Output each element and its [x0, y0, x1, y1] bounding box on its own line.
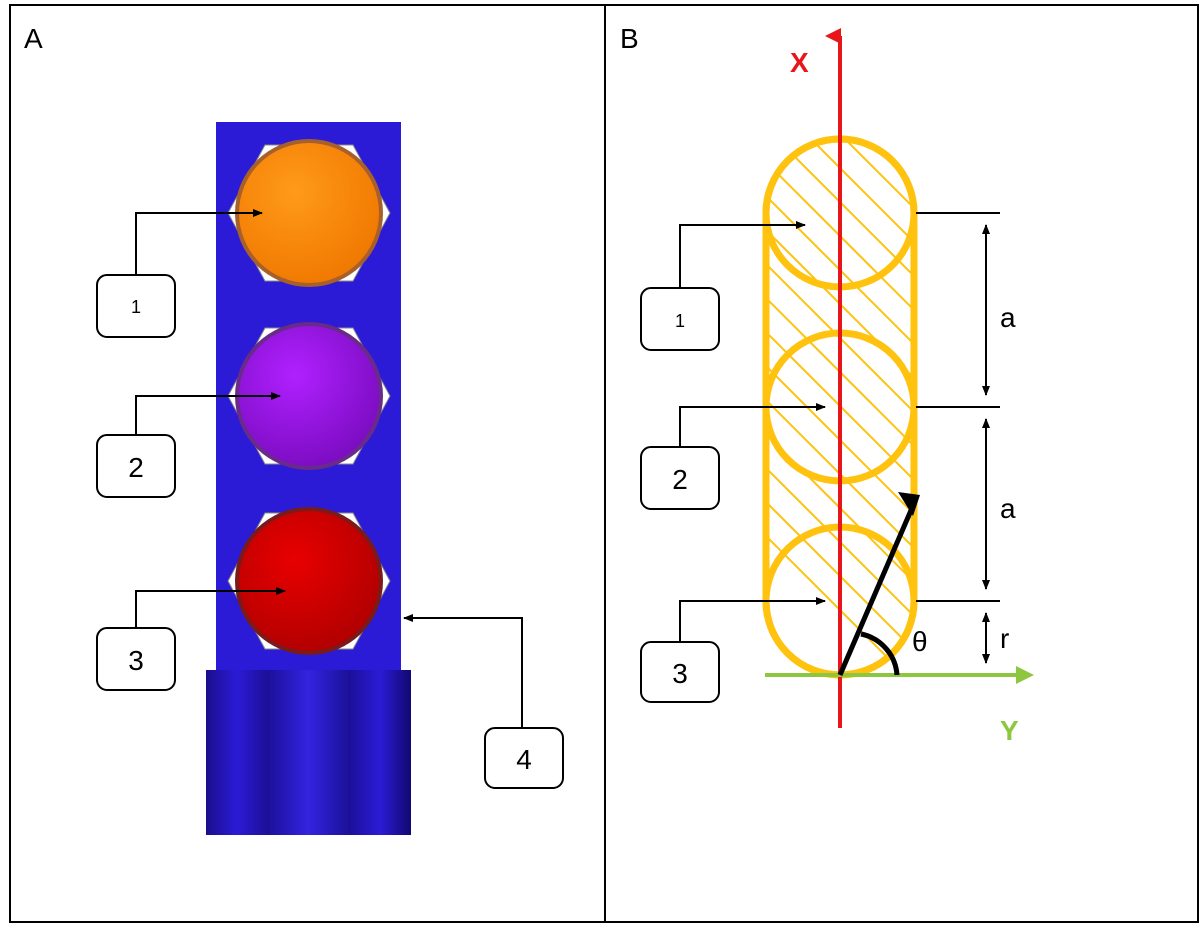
leader-a-4	[403, 614, 523, 728]
callout-a-4: 4	[484, 727, 564, 789]
svg-text:3: 3	[672, 658, 688, 689]
callout-a-3: 3	[96, 627, 176, 691]
led-2	[227, 322, 391, 470]
panel-a: A 1	[24, 23, 564, 835]
led-1	[227, 139, 391, 287]
panel-a-label: A	[24, 23, 43, 54]
led-1-lens	[239, 143, 379, 283]
dim-label-r: r	[1000, 623, 1009, 654]
dimension-ticks	[916, 212, 1000, 602]
leader-a-3	[135, 587, 286, 628]
panel-b: B X Y θ	[620, 23, 1034, 746]
svg-text:2: 2	[128, 452, 144, 483]
panel-b-label: B	[620, 23, 639, 54]
leader-b-1	[679, 221, 806, 288]
direction-vector	[837, 507, 915, 676]
led-3-lens	[239, 511, 379, 651]
dim-label-a-lower: a	[1000, 493, 1016, 524]
callout-b-1: 1	[640, 287, 720, 351]
led-3	[227, 507, 391, 655]
callout-a-1: 1	[96, 274, 176, 338]
callout-b-2: 2	[640, 446, 720, 510]
angle-arc	[860, 631, 900, 676]
dim-label-a-upper: a	[1000, 302, 1016, 333]
y-axis-label: Y	[1000, 715, 1019, 746]
leader-b-3	[679, 597, 826, 642]
leader-b-2	[679, 403, 826, 447]
led-2-lens	[239, 326, 379, 466]
leader-a-2	[135, 392, 281, 435]
capsule	[762, 135, 918, 679]
leader-a-1	[135, 209, 263, 275]
svg-text:1: 1	[675, 311, 685, 331]
x-axis-label: X	[790, 47, 809, 78]
callout-b-3: 3	[640, 641, 720, 703]
svg-text:1: 1	[131, 297, 141, 317]
direction-vector-arrowhead	[898, 492, 920, 516]
housing-base	[206, 670, 411, 835]
svg-text:2: 2	[672, 464, 688, 495]
stack-hatching	[766, 139, 914, 675]
svg-text:4: 4	[516, 744, 532, 775]
y-axis-arrowhead	[1016, 666, 1034, 684]
callout-a-2: 2	[96, 434, 176, 498]
svg-text:3: 3	[128, 645, 144, 676]
angle-label: θ	[912, 626, 928, 657]
